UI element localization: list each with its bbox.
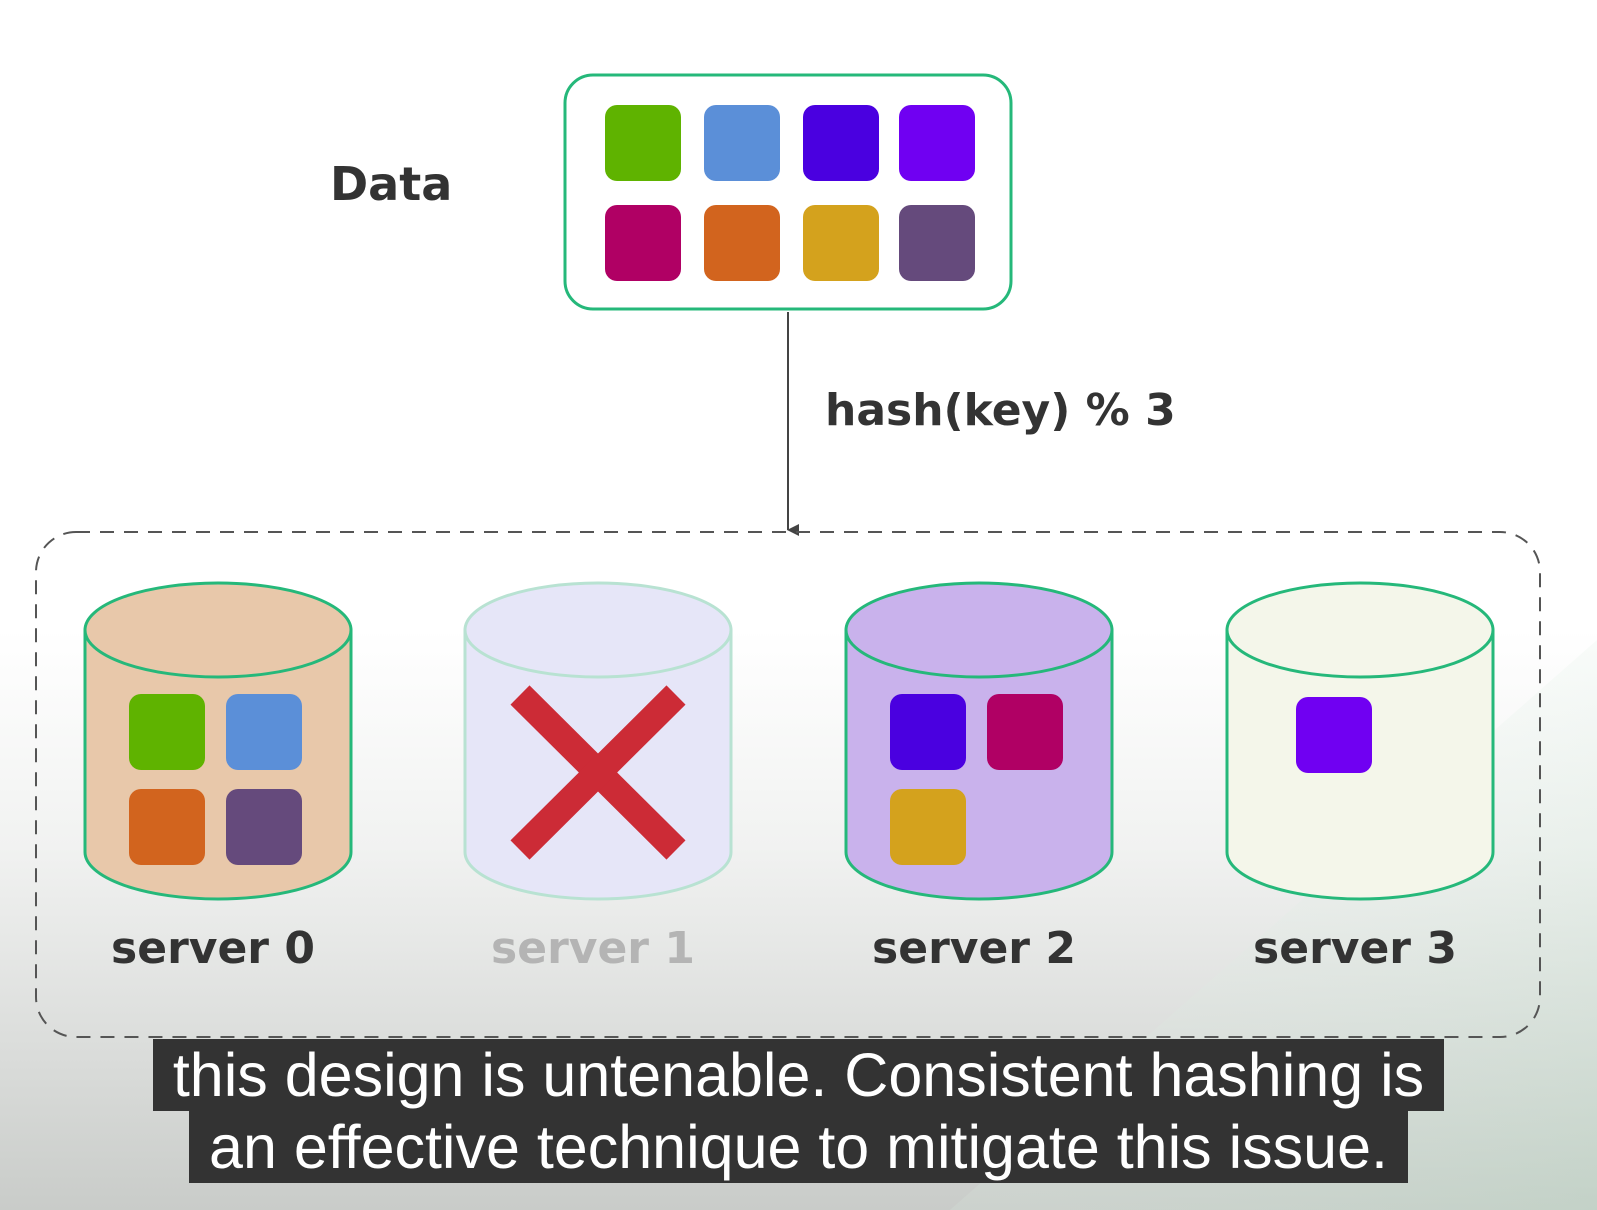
caption-line-1: this design is untenable. Consistent has… (152, 1039, 1445, 1111)
data-block-green (605, 105, 681, 181)
hash-label: hash(key) % 3 (825, 385, 1176, 436)
data-block-magenta (605, 205, 681, 281)
server-2: server 2 (844, 581, 1114, 974)
data-block-violet (899, 105, 975, 181)
server-1: server 1 (463, 581, 733, 974)
servers: server 0 server 1 server 2 server 3 (83, 581, 1495, 974)
server-0-block-blue (226, 694, 302, 770)
server-1-cylinder-top (463, 581, 733, 679)
server-0-block-plum (226, 789, 302, 865)
server-3-cylinder-top (1225, 581, 1495, 679)
data-label: Data (330, 157, 452, 211)
data-block-gold (803, 205, 879, 281)
caption-line-2: an effective technique to mitigate this … (189, 1111, 1408, 1183)
data-block-plum (899, 205, 975, 281)
server-2-label: server 2 (872, 923, 1076, 974)
server-2-block-gold (890, 789, 966, 865)
server-0-block-orange (129, 789, 205, 865)
server-3: server 3 (1225, 581, 1495, 974)
caption-line-2-wrap: an effective technique to mitigate this … (0, 1111, 1597, 1183)
server-0-block-green (129, 694, 205, 770)
server-0: server 0 (83, 581, 353, 974)
server-3-block-violet (1296, 697, 1372, 773)
server-3-label: server 3 (1253, 923, 1457, 974)
server-0-cylinder-top (83, 581, 353, 679)
data-blocks (605, 105, 975, 281)
caption-line-1-wrap: this design is untenable. Consistent has… (0, 1039, 1597, 1111)
server-cluster-boundary (35, 531, 1541, 1038)
server-2-block-magenta (987, 694, 1063, 770)
server-0-label: server 0 (111, 923, 315, 974)
server-2-cylinder-top (844, 581, 1114, 679)
data-block-indigo (803, 105, 879, 181)
data-block-blue (704, 105, 780, 181)
failed-x-icon (510, 685, 686, 860)
server-2-block-indigo (890, 694, 966, 770)
data-block-orange (704, 205, 780, 281)
server-1-label: server 1 (491, 923, 695, 974)
